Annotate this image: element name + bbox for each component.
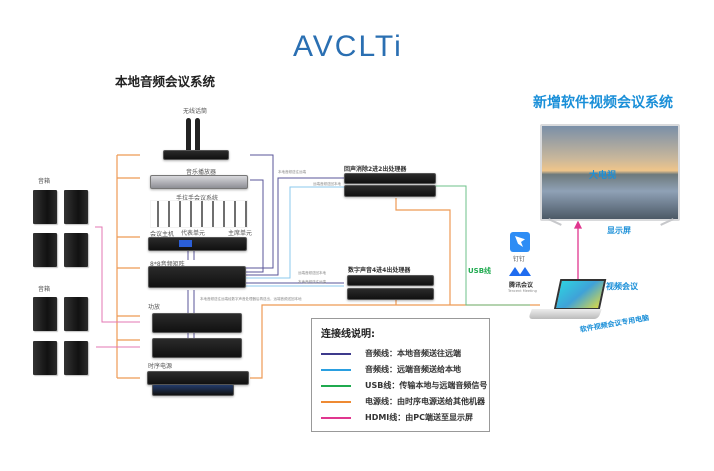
amplifier-label: 功放 xyxy=(148,304,161,311)
legend-text: USB线：传输本地与远端音频信号 xyxy=(365,381,488,390)
speaker-icon xyxy=(33,190,57,224)
legend-title: 连接线说明: xyxy=(321,329,375,340)
sequencer-outlets xyxy=(152,384,234,396)
tv-screen-text: 大电视 xyxy=(589,171,617,181)
feedback-note-top: 远端音频送回本地 xyxy=(298,271,326,275)
wireless-mic-receiver xyxy=(163,150,229,160)
dingtalk-icon xyxy=(510,232,530,252)
echo-canceller-front xyxy=(344,173,436,184)
legend-text: 音频线：本地音频送往远端 xyxy=(365,349,461,358)
legend-swatch xyxy=(321,384,351,387)
dingtalk-label: 钉钉 xyxy=(513,256,526,263)
speaker-label: 音箱 xyxy=(38,286,51,293)
tv-display: 大电视 xyxy=(540,124,680,221)
echo-note-top: 本地音频送往远端 xyxy=(278,170,306,174)
laptop-screen xyxy=(553,279,607,310)
handheld-conf-label: 手拉手会议系统 xyxy=(176,195,219,202)
amplifier-device xyxy=(152,338,242,358)
usb-label: USB线 xyxy=(468,267,492,275)
speaker-icon xyxy=(64,297,88,331)
feedback-suppressor-front xyxy=(347,275,434,286)
speaker-icon xyxy=(33,297,57,331)
tencent-meeting-label: 腾讯会议 xyxy=(509,282,534,289)
hdmi-line xyxy=(573,220,583,280)
music-player-device xyxy=(150,175,248,189)
laptop-base xyxy=(528,309,602,319)
video-conf-label: 视频会议 xyxy=(606,282,638,291)
legend-item: HDMI线：由PC端送至显示屏 xyxy=(321,412,473,423)
usb-lines xyxy=(434,185,530,306)
legend-item: 音频线：本地音频送往远端 xyxy=(321,348,461,359)
legend-swatch xyxy=(321,352,351,355)
microphone-icon xyxy=(186,118,191,152)
matrix-label: 8*8音频矩阵 xyxy=(150,261,185,268)
echo-canceller-back xyxy=(344,185,436,197)
wireless-mic-label: 无线话筒 xyxy=(183,108,208,115)
legend-swatch xyxy=(321,416,351,419)
legend-text: HDMI线：由PC端送至显示屏 xyxy=(365,413,474,422)
microphone-icon xyxy=(195,118,200,152)
conf-host-device xyxy=(148,237,247,251)
music-player-label: 音乐播放器 xyxy=(186,169,217,176)
sequencer-device xyxy=(147,371,249,385)
speaker-icon xyxy=(64,233,88,267)
audio-lines-remote xyxy=(245,186,344,287)
legend-box: 连接线说明: 音频线：本地音频送往远端 音频线：远端音频送给本地 USB线：传输… xyxy=(311,318,490,432)
echo-canceller-label: 回声消除2进2出处理器 xyxy=(344,166,407,173)
legend-item: 电源线：由时序电源送给其他机器 xyxy=(321,396,485,407)
speaker-icon xyxy=(64,341,88,375)
conference-units xyxy=(150,200,248,228)
echo-note-bottom: 远端音频送回本地 xyxy=(313,182,341,186)
speaker-label: 音箱 xyxy=(38,178,51,185)
matrix-note: 本地音频送往远端经数字声音处理器后再送出，远端音频送回本地 xyxy=(200,297,302,301)
legend-swatch xyxy=(321,368,351,371)
chairman-unit-label: 主席单元 xyxy=(228,230,253,237)
legend-text: 电源线：由时序电源送给其他机器 xyxy=(365,397,485,406)
audio-matrix-device xyxy=(148,266,246,288)
speaker-icon xyxy=(33,341,57,375)
legend-swatch xyxy=(321,400,351,403)
feedback-note-bottom: 本地音频送往远端 xyxy=(298,280,326,284)
conf-host-label: 会议主机 xyxy=(150,231,175,238)
sequencer-label: 时序电源 xyxy=(148,363,173,370)
legend-item: USB线：传输本地与远端音频信号 xyxy=(321,380,487,391)
tencent-meeting-sublabel: Tencent Meeting xyxy=(508,289,537,293)
legend-text: 音频线：远端音频送给本地 xyxy=(365,365,461,374)
amplifier-device xyxy=(152,313,242,333)
display-label: 显示屏 xyxy=(607,226,631,235)
software-system-title: 新增软件视频会议系统 xyxy=(533,95,673,111)
feedback-suppressor-back xyxy=(347,288,434,300)
tencent-meeting-icon xyxy=(509,267,531,276)
feedback-suppressor-label: 数字声音4进4出处理器 xyxy=(348,267,411,274)
audio-lines-local xyxy=(187,154,344,338)
speaker-icon xyxy=(33,233,57,267)
legend-item: 音频线：远端音频送给本地 xyxy=(321,364,461,375)
brand-logo: AVCLTi xyxy=(293,30,403,63)
speaker-lines xyxy=(95,226,140,348)
power-lines xyxy=(116,154,540,379)
speaker-icon xyxy=(64,190,88,224)
delegate-unit-label: 代表单元 xyxy=(181,230,206,237)
local-system-title: 本地音频会议系统 xyxy=(115,74,216,89)
